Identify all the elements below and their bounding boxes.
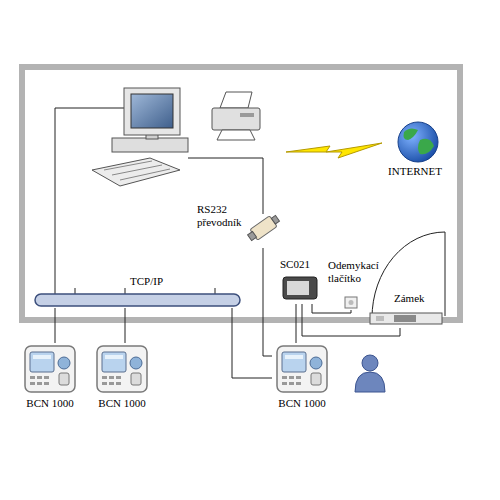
node-label: BCN 1000 <box>22 397 78 410</box>
terminal-icon <box>25 346 75 392</box>
button-icon <box>345 297 357 308</box>
connector-line <box>296 304 297 343</box>
controller-icon <box>283 277 317 299</box>
node-label: Odemykací tlačítko <box>328 259 380 284</box>
person-icon-part <box>355 372 385 392</box>
person-icon <box>355 355 385 392</box>
door-icon-part <box>445 232 446 316</box>
node-label: Zámek <box>394 292 444 305</box>
lock-icon <box>370 313 442 324</box>
printer-icon-part <box>240 113 254 117</box>
printer-icon-part <box>217 130 255 140</box>
converter-icon <box>246 213 281 243</box>
network-wires-part <box>215 288 216 294</box>
connector-line <box>232 308 272 378</box>
connector-line <box>302 304 400 336</box>
computer-icon <box>92 88 188 186</box>
controller-icon-part <box>287 281 309 295</box>
network-wires-part <box>75 288 76 294</box>
lock-icon-part <box>376 316 384 321</box>
computer-icon-part <box>124 88 180 135</box>
printer-icon <box>212 92 260 140</box>
room-frame <box>22 67 460 320</box>
globe-icon-part <box>398 122 438 162</box>
node-label: TCP/IP <box>130 275 242 288</box>
button-node: Odemykací tlačítko <box>326 258 382 310</box>
computer-icon-part <box>92 158 180 186</box>
converter-icon-part <box>248 231 257 240</box>
network-wires <box>55 108 263 294</box>
computer-icon-part <box>112 138 188 152</box>
node-label: SC021 <box>280 258 316 271</box>
node-label: INTERNET <box>386 165 444 178</box>
node-label: BCN 1000 <box>274 397 330 410</box>
door-icon <box>372 232 445 318</box>
globe-icon-part <box>418 139 434 154</box>
connector-line <box>55 308 56 343</box>
cloud-label: INTERNET <box>384 165 446 178</box>
network-band: TCP/IP <box>35 274 242 308</box>
network-wires-part <box>125 288 126 294</box>
node-label: RS232 převodník <box>197 203 253 228</box>
printer-icon-part <box>220 92 252 108</box>
network-wires-part <box>55 108 124 294</box>
converter-icon-part <box>271 215 279 224</box>
computer-icon-part <box>131 94 173 128</box>
connector-line <box>263 248 272 356</box>
lock-node: Zámek <box>368 290 444 328</box>
lock-icon-part <box>370 313 442 324</box>
terminal-icon <box>277 346 327 392</box>
terminal-node: BCN 1000 <box>272 343 332 412</box>
computer-icon-part <box>120 169 170 180</box>
controller-icon-part <box>283 277 317 299</box>
door-icon-part <box>372 232 445 318</box>
person-icon-part <box>362 355 378 371</box>
globe-icon-part <box>404 128 419 140</box>
lock-icon-part <box>394 315 416 322</box>
network-bus <box>35 294 240 306</box>
controller-node: SC021 <box>278 256 318 304</box>
node-label: BCN 1000 <box>94 397 150 410</box>
connector-line <box>312 304 351 313</box>
terminal-icon <box>97 346 147 392</box>
button-icon-part <box>349 300 354 305</box>
converter-node: RS232 převodník <box>195 202 277 248</box>
printer-icon-part <box>212 108 260 130</box>
button-icon-part <box>345 297 357 308</box>
globe-icon <box>398 122 438 162</box>
connector-line <box>125 308 126 343</box>
terminal-node: BCN 1000 <box>20 343 80 412</box>
wireless-bolt <box>286 143 382 158</box>
terminal-node: BCN 1000 <box>92 343 152 412</box>
computer-icon-part <box>112 165 162 175</box>
